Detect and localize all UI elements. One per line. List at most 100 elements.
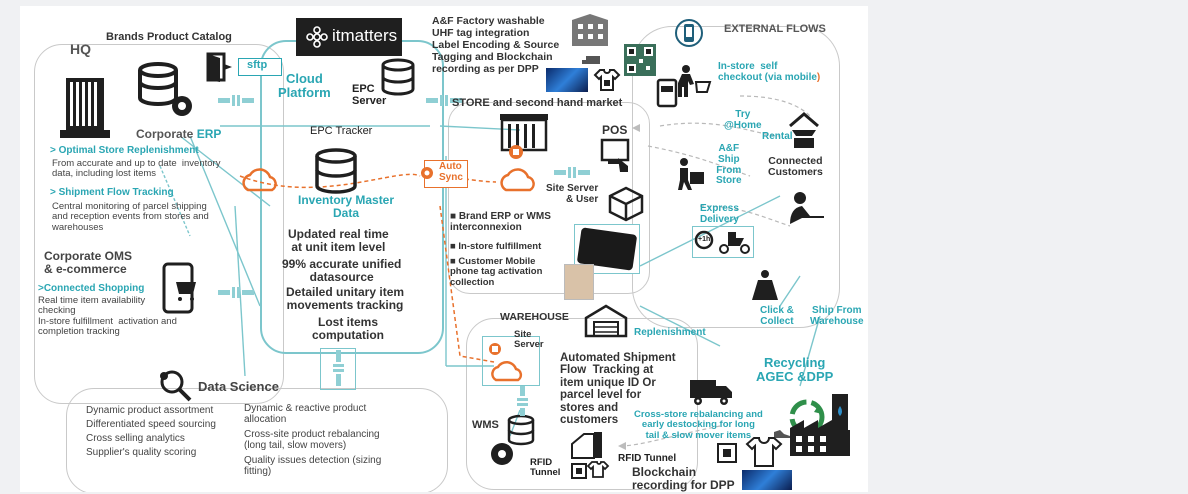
updated-realtime: Updated real time at unit item level bbox=[288, 227, 389, 254]
ds-col2-item-1: Dynamic & reactive product allocation bbox=[244, 403, 367, 425]
accurate-datasource: 99% accurate unified datasource bbox=[282, 257, 402, 284]
magnifier-gear-icon bbox=[160, 370, 192, 402]
sftp-label-box: sftp bbox=[238, 58, 282, 76]
factory-line-5: recording as per DPP bbox=[432, 63, 539, 75]
database-icon bbox=[507, 414, 535, 446]
door-exit-icon bbox=[206, 52, 232, 82]
rfid-tunnel-label-2: RFID Tunnel bbox=[618, 453, 677, 464]
connector-lines bbox=[159, 95, 821, 450]
plug-connector-icon bbox=[554, 167, 590, 178]
shoe-icon bbox=[774, 430, 790, 438]
database-icon bbox=[315, 148, 357, 194]
cloud-icon bbox=[500, 168, 535, 192]
self-checkout-text: In-store self checkout (via mobile bbox=[718, 61, 817, 83]
logo-text: itmatters bbox=[332, 26, 398, 45]
itmatters-logo: itmatters bbox=[296, 18, 402, 56]
logo-mark-icon bbox=[306, 26, 328, 48]
ds-col1-item-3: Cross selling analytics bbox=[86, 433, 185, 444]
blockchain-image bbox=[742, 470, 792, 490]
factory-line-3: Label Encoding & Source bbox=[432, 39, 560, 51]
badge-1h: +1h bbox=[698, 236, 711, 243]
site-server-user: Site Server & User bbox=[546, 183, 599, 205]
shipment-tracking-desc: Central monitoring of parcel shipping an… bbox=[52, 201, 209, 233]
ship-warehouse-label: Ship From Warehouse bbox=[810, 305, 864, 327]
laptop-user-icon bbox=[790, 192, 824, 224]
corporate-label: Corporate bbox=[136, 127, 197, 141]
express-delivery-label: Express Delivery bbox=[700, 203, 739, 225]
click-collect-label: Click & Collect bbox=[760, 305, 794, 327]
ds-col1-item-4: Supplier's quality scoring bbox=[86, 447, 197, 458]
rental-label: Rental bbox=[762, 131, 793, 142]
sync-gear-icon bbox=[421, 167, 433, 179]
blockchain-dpp-label: Blockchain recording for DPP bbox=[632, 465, 735, 492]
af-ship-label: A&F Ship From Store bbox=[716, 143, 742, 187]
store-icon bbox=[500, 114, 548, 152]
optimal-replenishment-title: > Optimal Store Replenishment bbox=[50, 145, 199, 156]
data-science-title: Data Science bbox=[198, 379, 279, 394]
external-flows-title: EXTERNAL FLOWS bbox=[724, 23, 826, 35]
cloud-icon bbox=[491, 360, 523, 382]
cross-store-text: Cross-store rebalancing and early destoc… bbox=[634, 409, 763, 441]
factory-icon bbox=[790, 394, 850, 456]
epc-tracker-label: EPC Tracker bbox=[310, 125, 373, 137]
plug-connector-vertical-icon bbox=[333, 350, 344, 386]
optimal-replenishment-desc: From accurate and up to date inventory d… bbox=[52, 158, 221, 180]
database-icon bbox=[381, 58, 415, 96]
wms-label: WMS bbox=[472, 419, 499, 431]
connected-shopping-title: >Connected Shopping bbox=[38, 283, 145, 294]
sewing-machine-icon bbox=[582, 56, 600, 64]
corporate-oms-title: Corporate OMS & e-commerce bbox=[44, 249, 133, 276]
store-feature-2: ■ In-store fulfillment bbox=[450, 241, 542, 252]
factory-line-1: A&F Factory washable bbox=[432, 15, 545, 27]
mobile-checkout-icon bbox=[675, 19, 703, 47]
hq-title: HQ bbox=[70, 41, 91, 57]
automated-shipment-text: Automated Shipment Flow Tracking at item… bbox=[560, 352, 676, 427]
recycling-title: Recycling AGEC &DPP bbox=[756, 355, 834, 385]
rfid-tunnel-icon bbox=[571, 432, 610, 479]
ds-col1-item-2: Differentiated speed sourcing bbox=[86, 419, 216, 430]
detailed-tracking: Detailed unitary item movements tracking bbox=[286, 285, 405, 312]
store-feature-3-text: Customer Mobile phone tag activation col… bbox=[450, 256, 543, 288]
mobile-payment-icon bbox=[656, 78, 678, 108]
shopping-bags-icon bbox=[752, 270, 778, 300]
factory-building-icon bbox=[572, 14, 608, 46]
rfid-tag-icon bbox=[717, 443, 737, 463]
blockchain-image bbox=[546, 68, 588, 92]
ds-col2-item-2: Cross-site product rebalancing (long tai… bbox=[244, 429, 380, 451]
gear-icon bbox=[491, 443, 513, 465]
self-checkout-label: In-store self checkout (via mobile) bbox=[718, 61, 820, 84]
rfid-reader-icon bbox=[489, 343, 501, 355]
try-home-label: Try @Home bbox=[724, 109, 762, 131]
clock-1h-icon bbox=[694, 230, 714, 250]
recycle-icon bbox=[789, 399, 825, 435]
qr-code-icon bbox=[624, 44, 656, 76]
hq-zone bbox=[34, 44, 284, 404]
store-zone bbox=[448, 102, 650, 294]
shipment-tracking-title: > Shipment Flow Tracking bbox=[50, 187, 174, 198]
rfid-reader-icon bbox=[509, 145, 523, 159]
store-feature-2-text: In-store fulfillment bbox=[458, 241, 542, 252]
connected-customers-label: Connected Customers bbox=[768, 155, 823, 179]
external-zone bbox=[632, 26, 840, 328]
connected-shopping-desc: Real time item availability checking In-… bbox=[38, 295, 177, 337]
auto-sync-label: Auto Sync bbox=[439, 161, 463, 183]
data-science-zone bbox=[66, 388, 448, 492]
plug-connector-icon bbox=[218, 287, 254, 298]
warehouse-icon bbox=[584, 304, 628, 338]
corporate-erp-label: Corporate ERP bbox=[136, 128, 221, 141]
inventory-master-title: Inventory Master Data bbox=[298, 193, 395, 220]
wh-site-server-label: Site Server bbox=[514, 329, 544, 351]
replenishment-label: Replenishment bbox=[634, 327, 706, 338]
cloud-icon bbox=[242, 168, 277, 192]
mobile-cart-icon bbox=[162, 262, 196, 314]
shopper-icon bbox=[678, 65, 712, 97]
database-gear-icon bbox=[138, 62, 192, 116]
epc-server-label: EPC Server bbox=[352, 83, 387, 107]
handshake-house-icon bbox=[789, 112, 819, 148]
vertical-connector-box bbox=[320, 348, 356, 390]
erp-label: ERP bbox=[196, 127, 222, 141]
courier-icon bbox=[678, 158, 704, 190]
warehouse-title: WAREHOUSE bbox=[500, 311, 569, 323]
store-title: STORE and second hand market bbox=[452, 97, 623, 109]
plug-connector-vertical-icon bbox=[517, 386, 528, 416]
